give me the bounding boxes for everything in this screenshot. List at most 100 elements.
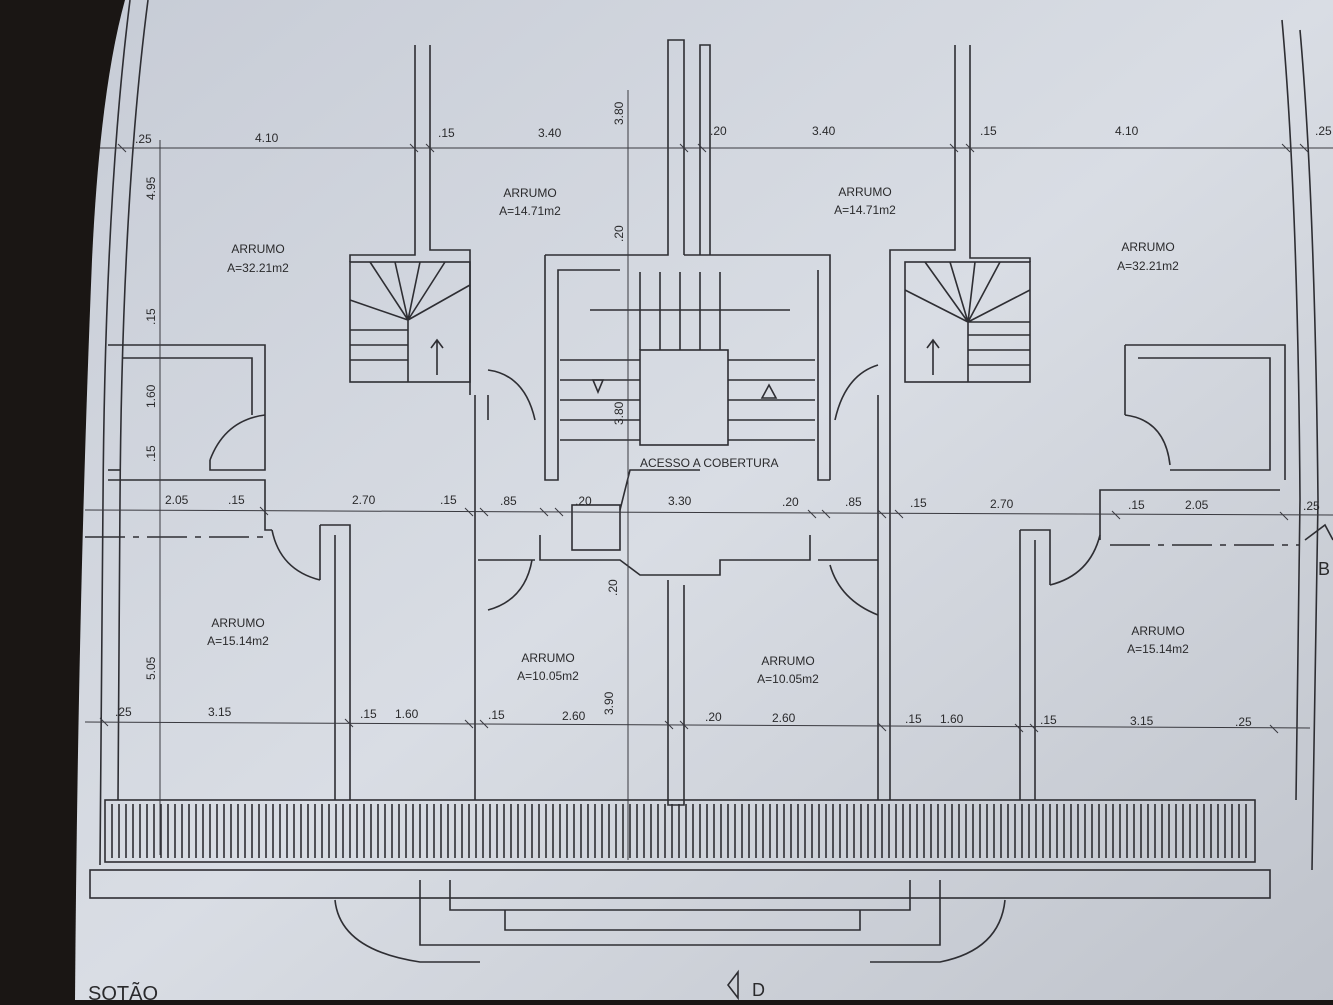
dim-top-9: .25: [1315, 124, 1332, 138]
dim-top-2: 4.10: [255, 131, 279, 145]
door-swing-5: [834, 364, 879, 421]
dim-bot-8: 2.60: [772, 711, 796, 725]
dim-bot-12: 3.15: [1130, 714, 1154, 728]
spiral-stair-left: [349, 261, 471, 383]
dim-top-5: .20: [710, 124, 727, 138]
roof-hatch: [571, 504, 621, 551]
dim-vcenter-2: .20: [612, 225, 626, 242]
door-swing-4: [487, 559, 533, 611]
dim-bot-10: 1.60: [940, 712, 964, 726]
balcony-inner: [449, 880, 911, 931]
wall-core-top: [545, 39, 685, 256]
page-label: SOTÃO: [88, 981, 158, 1000]
dim-bot-7: .20: [705, 710, 722, 724]
dim-bot-9: .15: [905, 712, 922, 726]
room-area-3: A=14.71m2: [834, 203, 896, 217]
dim-vleft-2: .15: [144, 308, 158, 325]
dim-mid-13: 2.05: [1185, 498, 1209, 512]
wall-left-closet: [108, 344, 266, 471]
room-area-6: A=10.05m2: [517, 669, 579, 683]
dim-ticks-bottom: [99, 717, 1279, 734]
outer-wall-left: [99, 0, 131, 866]
dim-ticks-mid: [259, 506, 1289, 521]
dim-top-1: .25: [135, 132, 152, 146]
room-area-5: A=15.14m2: [207, 634, 269, 648]
dim-mid-14: .25: [1303, 499, 1320, 513]
dim-mid-4: .15: [440, 493, 457, 507]
spiral-stair-right-treads: [904, 261, 1031, 382]
wall-core-right-inner: [817, 270, 830, 481]
room-name-8: ARRUMO: [1131, 624, 1184, 638]
stair-arrow-down: [591, 379, 605, 395]
stair-arrow-up: [760, 383, 778, 399]
dim-vleft-4: .15: [144, 445, 158, 462]
dim-vcenter-4: .20: [606, 579, 620, 596]
wall-left-closet-2: [122, 357, 253, 415]
section-line-b: [85, 536, 1300, 546]
spiral-stair-left-treads: [349, 261, 471, 382]
dim-vcenter-3: 3.80: [612, 401, 626, 425]
dim-mid-3: 2.70: [352, 493, 376, 507]
wall-left-lower-2: [320, 524, 351, 800]
dim-top-4: 3.40: [538, 126, 562, 140]
dim-mid-5: .85: [500, 494, 517, 508]
section-marker-d: D: [752, 980, 765, 1000]
door-swing-7: [1124, 414, 1171, 466]
wall-stair-core-left: [544, 255, 620, 481]
wall-lower-core-left: [667, 580, 685, 806]
wall-left-lower: [108, 479, 272, 531]
balcony-outline: [419, 880, 941, 946]
wall-right-closet: [1125, 344, 1286, 480]
wall-core-top-2: [684, 44, 831, 480]
outer-wall-right: [1299, 29, 1319, 871]
wall-mid-core: [539, 535, 811, 576]
dim-mid-12: .15: [1128, 498, 1145, 512]
dim-top-8: 4.10: [1115, 124, 1139, 138]
door-swing-6: [829, 564, 879, 616]
room-area-1: A=32.21m2: [227, 261, 289, 275]
outer-wall-right-inner: [1281, 19, 1301, 801]
room-name-5: ARRUMO: [211, 616, 264, 630]
dim-bot-4: 1.60: [395, 707, 419, 721]
section-arrow-b: [1304, 523, 1333, 541]
dim-mid-8: .20: [782, 495, 799, 509]
dim-bot-13: .25: [1235, 715, 1252, 729]
dim-mid-10: .15: [910, 496, 927, 510]
room-name-3: ARRUMO: [838, 185, 891, 199]
dim-vcenter-1: 3.80: [612, 101, 626, 125]
room-area-7: A=10.05m2: [757, 672, 819, 686]
dim-vcenter-5: 3.90: [602, 691, 616, 715]
eaves-hatch: [111, 804, 1247, 858]
dim-mid-7: 3.30: [668, 494, 692, 508]
door-swing-3: [487, 369, 536, 421]
section-arrow-d: [726, 969, 739, 1001]
dim-bot-3: .15: [360, 707, 377, 721]
room-area-8: A=15.14m2: [1127, 642, 1189, 656]
room-name-7: ARRUMO: [761, 654, 814, 668]
dim-top-7: .15: [980, 124, 997, 138]
section-marker-b: B: [1318, 559, 1330, 579]
dim-mid-2: .15: [228, 493, 245, 507]
access-leader: [619, 469, 700, 511]
wall-right-closet-3: [1138, 357, 1271, 471]
room-name-2: ARRUMO: [503, 186, 556, 200]
wall-top-right-2: [969, 45, 1031, 262]
dim-line-middle: [84, 509, 1333, 516]
dim-bot-1: .25: [115, 705, 132, 719]
eaves-band: [104, 799, 1256, 863]
dim-vleft-3: 1.60: [144, 384, 158, 408]
wall-right-lower: [1099, 489, 1280, 540]
balcony-curve-left: [334, 899, 480, 963]
dim-mid-6: .20: [575, 494, 592, 508]
room-area-2: A=14.71m2: [499, 204, 561, 218]
dim-line-bottom: [84, 721, 1311, 729]
dim-vleft-5: 5.05: [144, 656, 158, 680]
dim-mid-1: 2.05: [165, 493, 189, 507]
dim-ticks-top: [117, 143, 1309, 153]
door-swing-8: [1049, 534, 1101, 586]
dim-bot-11: .15: [1040, 713, 1057, 727]
access-label: ACESSO A COBERTURA: [640, 456, 779, 470]
dim-mid-9: .85: [845, 495, 862, 509]
wall-top-left: [349, 45, 416, 262]
room-area-4: A=32.21m2: [1117, 259, 1179, 273]
